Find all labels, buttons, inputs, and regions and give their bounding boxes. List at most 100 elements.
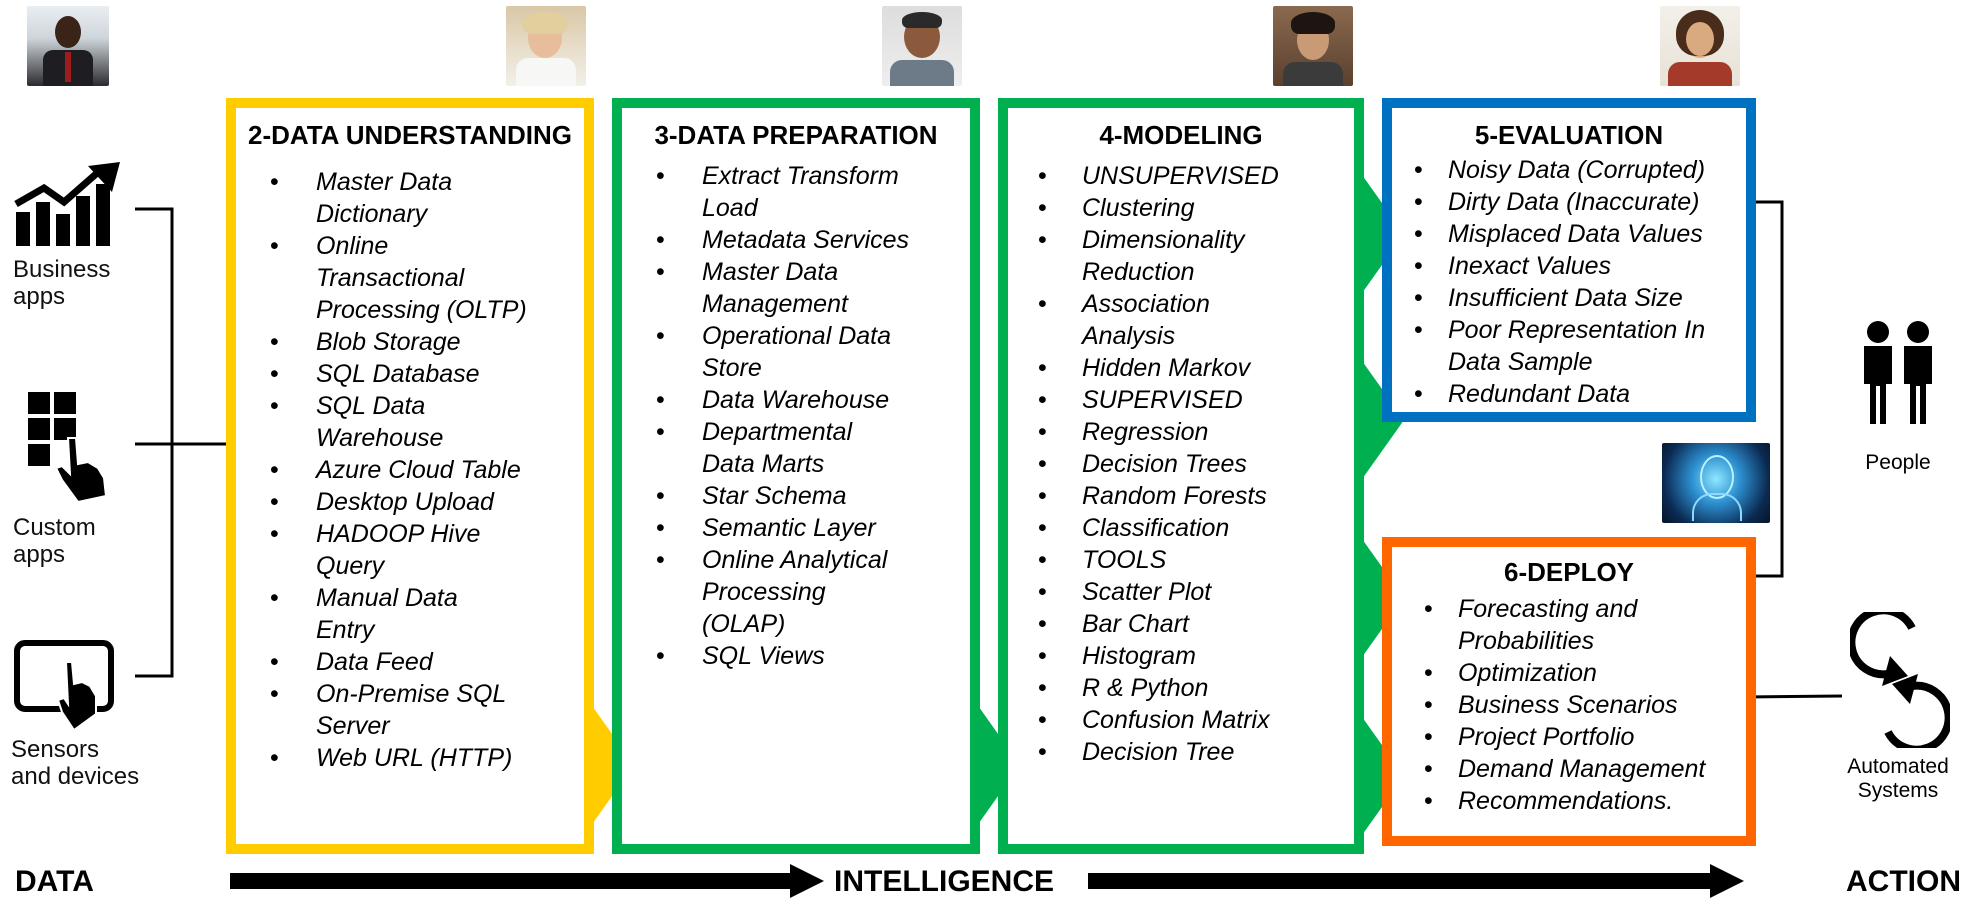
list-item: Scatter Plot <box>1038 576 1279 608</box>
list-item-text: Confusion Matrix <box>1082 706 1270 734</box>
stage-evaluation: 5-EVALUATION Noisy Data (Corrupted) Dirt… <box>1382 98 1756 422</box>
list-item-text: (OLAP) <box>702 610 786 638</box>
list-item-text: Server <box>316 712 390 740</box>
stage-title: 6-DEPLOY <box>1503 557 1635 587</box>
list-item-continuation: Probabilities <box>1424 625 1705 657</box>
list-item: SUPERVISED <box>1038 384 1279 416</box>
list-item-text: Processing <box>702 578 826 606</box>
stage-title: 2-DATA UNDERSTANDING <box>247 120 573 150</box>
list-item-continuation: Entry <box>270 614 527 646</box>
list-item: SQL Views <box>656 640 909 672</box>
list-item-text: Demand Management <box>1458 755 1706 783</box>
list-item-text: Redundant Data <box>1448 380 1631 408</box>
list-item-text: Star Schema <box>702 482 847 510</box>
understanding-arrow-tip <box>588 700 634 830</box>
list-item-continuation: Server <box>270 710 527 742</box>
source-label-line: Sensors <box>11 736 100 763</box>
list-item: Project Portfolio <box>1424 721 1705 753</box>
list-item: Classification <box>1038 512 1279 544</box>
output-label-line: People <box>1865 451 1931 474</box>
list-item-text: Management <box>702 290 848 318</box>
list-item-text: SQL Views <box>702 642 825 670</box>
list-item: Desktop Upload <box>270 486 527 518</box>
list-item-continuation: Management <box>656 288 909 320</box>
list-item-text: Semantic Layer <box>702 514 876 542</box>
list-item: Noisy Data (Corrupted) <box>1414 154 1705 186</box>
list-item-text: Histogram <box>1082 642 1196 670</box>
list-item: Data Feed <box>270 646 527 678</box>
list-item-text: R & Python <box>1082 674 1209 702</box>
list-item: Online Analytical <box>656 544 909 576</box>
list-item-text: On-Premise SQL <box>316 680 507 708</box>
list-item: Master Data <box>270 166 527 198</box>
list-item-text: Departmental <box>702 418 853 446</box>
list-item-text: Metadata Services <box>702 226 910 254</box>
list-item: Random Forests <box>1038 480 1279 512</box>
list-item-continuation: Processing (OLTP) <box>270 294 527 326</box>
list-item-text: Operational Data <box>702 322 892 350</box>
list-item: UNSUPERVISED <box>1038 160 1279 192</box>
list-item-text: Warehouse <box>316 424 444 452</box>
stage-data-understanding: 2-DATA UNDERSTANDING Master Data Diction… <box>226 98 594 854</box>
photo-data-engineer <box>882 6 962 86</box>
list-item: Blob Storage <box>270 326 527 358</box>
stage-item-list: Forecasting and Probabilities Optimizati… <box>1424 593 1705 817</box>
list-item-continuation: Dictionary <box>270 198 527 230</box>
stage-title: 5-EVALUATION <box>1474 120 1664 150</box>
list-item-continuation: Warehouse <box>270 422 527 454</box>
list-item-text: Misplaced Data Values <box>1448 220 1703 248</box>
list-item-text: Noisy Data (Corrupted) <box>1448 156 1706 184</box>
list-item: R & Python <box>1038 672 1279 704</box>
list-item-text: Master Data <box>316 168 453 196</box>
list-item: Inexact Values <box>1414 250 1705 282</box>
bar-chart-trend-icon <box>14 162 120 246</box>
list-item-text: Decision Tree <box>1082 738 1235 766</box>
touch-app-icon <box>28 392 108 504</box>
list-item: HADOOP Hive <box>270 518 527 550</box>
list-item-text: Entry <box>316 616 375 644</box>
stage-deploy: 6-DEPLOY Forecasting and Probabilities O… <box>1382 537 1756 846</box>
list-item-text: Scatter Plot <box>1082 578 1212 606</box>
list-item: Metadata Services <box>656 224 909 256</box>
list-item: Web URL (HTTP) <box>270 742 527 774</box>
footer-intelligence-label: INTELLIGENCE <box>834 865 1055 898</box>
stage-data-preparation: 3-DATA PREPARATION Extract Transform Loa… <box>612 98 980 854</box>
list-item-text: Decision Trees <box>1082 450 1247 478</box>
list-item: Recommendations. <box>1424 785 1705 817</box>
list-item-continuation: Data Sample <box>1414 346 1705 378</box>
list-item-text: Blob Storage <box>316 328 461 356</box>
list-item-continuation: Reduction <box>1038 256 1279 288</box>
flow-arrow-left <box>230 864 824 898</box>
list-item-text: Classification <box>1082 514 1230 542</box>
preparation-arrow-tip <box>974 700 1020 830</box>
list-item: Histogram <box>1038 640 1279 672</box>
list-item-continuation: Store <box>656 352 909 384</box>
list-item-text: Probabilities <box>1458 627 1595 655</box>
list-item: Poor Representation In <box>1414 314 1705 346</box>
list-item: Master Data <box>656 256 909 288</box>
list-item: Association <box>1038 288 1279 320</box>
list-item-text: HADOOP Hive <box>316 520 481 548</box>
list-item-text: Recommendations. <box>1458 787 1674 815</box>
list-item-text: Query <box>316 552 385 580</box>
list-item-text: Insufficient Data Size <box>1448 284 1683 312</box>
list-item-text: Data Feed <box>316 648 433 676</box>
output-automated-systems-label: Automated Systems <box>1842 755 1954 803</box>
list-item: Bar Chart <box>1038 608 1279 640</box>
list-item: Misplaced Data Values <box>1414 218 1705 250</box>
list-item: Clustering <box>1038 192 1279 224</box>
list-item: Demand Management <box>1424 753 1705 785</box>
stage-item-list: Master Data Dictionary Online Transactio… <box>270 166 527 774</box>
list-item-text: Regression <box>1082 418 1209 446</box>
list-item-text: Random Forests <box>1082 482 1267 510</box>
stage-modeling: 4-MODELING UNSUPERVISED Clustering Dimen… <box>998 98 1364 854</box>
list-item-text: Hidden Markov <box>1082 354 1251 382</box>
list-item-text: UNSUPERVISED <box>1082 162 1279 190</box>
list-item-text: Data Warehouse <box>702 386 890 414</box>
list-item: Hidden Markov <box>1038 352 1279 384</box>
stage-item-list: Noisy Data (Corrupted) Dirty Data (Inacc… <box>1414 154 1705 410</box>
list-item: Decision Tree <box>1038 736 1279 768</box>
list-item-text: Azure Cloud Table <box>316 456 521 484</box>
list-item: Azure Cloud Table <box>270 454 527 486</box>
list-item-text: Online <box>316 232 389 260</box>
